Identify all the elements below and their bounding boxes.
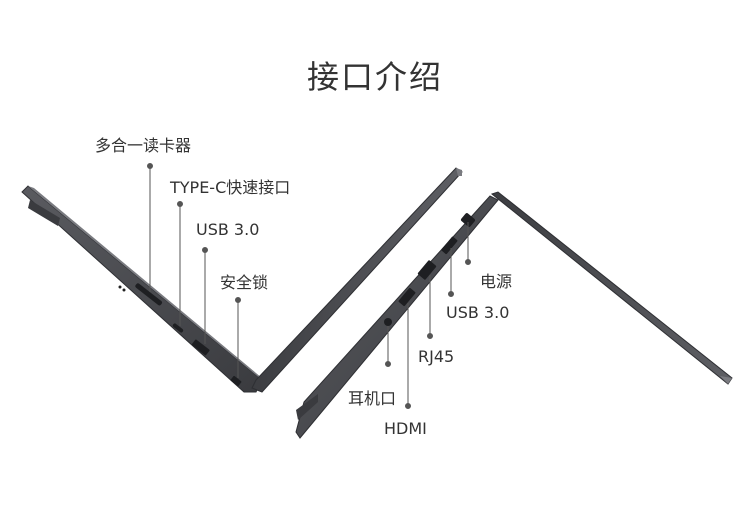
usb-port-slot-right bbox=[441, 236, 458, 255]
label-headphone-jack: 耳机口 bbox=[348, 389, 397, 408]
label-rj45-port: RJ45 bbox=[418, 347, 455, 366]
label-security-lock: 安全锁 bbox=[220, 273, 269, 292]
label-type-c-port: TYPE-C快速接口 bbox=[170, 178, 291, 197]
hdmi-port-slot bbox=[398, 287, 416, 307]
page-title: 接口介绍 bbox=[306, 58, 443, 96]
label-usb-port-right: USB 3.0 bbox=[446, 303, 510, 322]
security-lock-slot bbox=[230, 375, 242, 387]
right-laptop bbox=[295, 191, 733, 439]
usb-port-slot bbox=[191, 339, 210, 356]
type-c-port-slot bbox=[172, 323, 184, 333]
sd-card-reader-port bbox=[135, 283, 163, 306]
label-power-port: 电源 bbox=[480, 272, 513, 291]
label-usb-port-left: USB 3.0 bbox=[196, 220, 260, 239]
left-laptop bbox=[21, 167, 463, 393]
power-port-slot bbox=[461, 213, 475, 227]
right-laptop-lid bbox=[490, 191, 733, 385]
label-hdmi-port: HDMI bbox=[384, 419, 427, 438]
headphone-jack-hole bbox=[384, 318, 392, 326]
label-sd-card-reader: 多合一读卡器 bbox=[95, 136, 192, 155]
rj45-port-slot bbox=[417, 260, 437, 280]
left-leader-lines bbox=[147, 163, 241, 378]
right-leader-lines bbox=[385, 222, 471, 409]
